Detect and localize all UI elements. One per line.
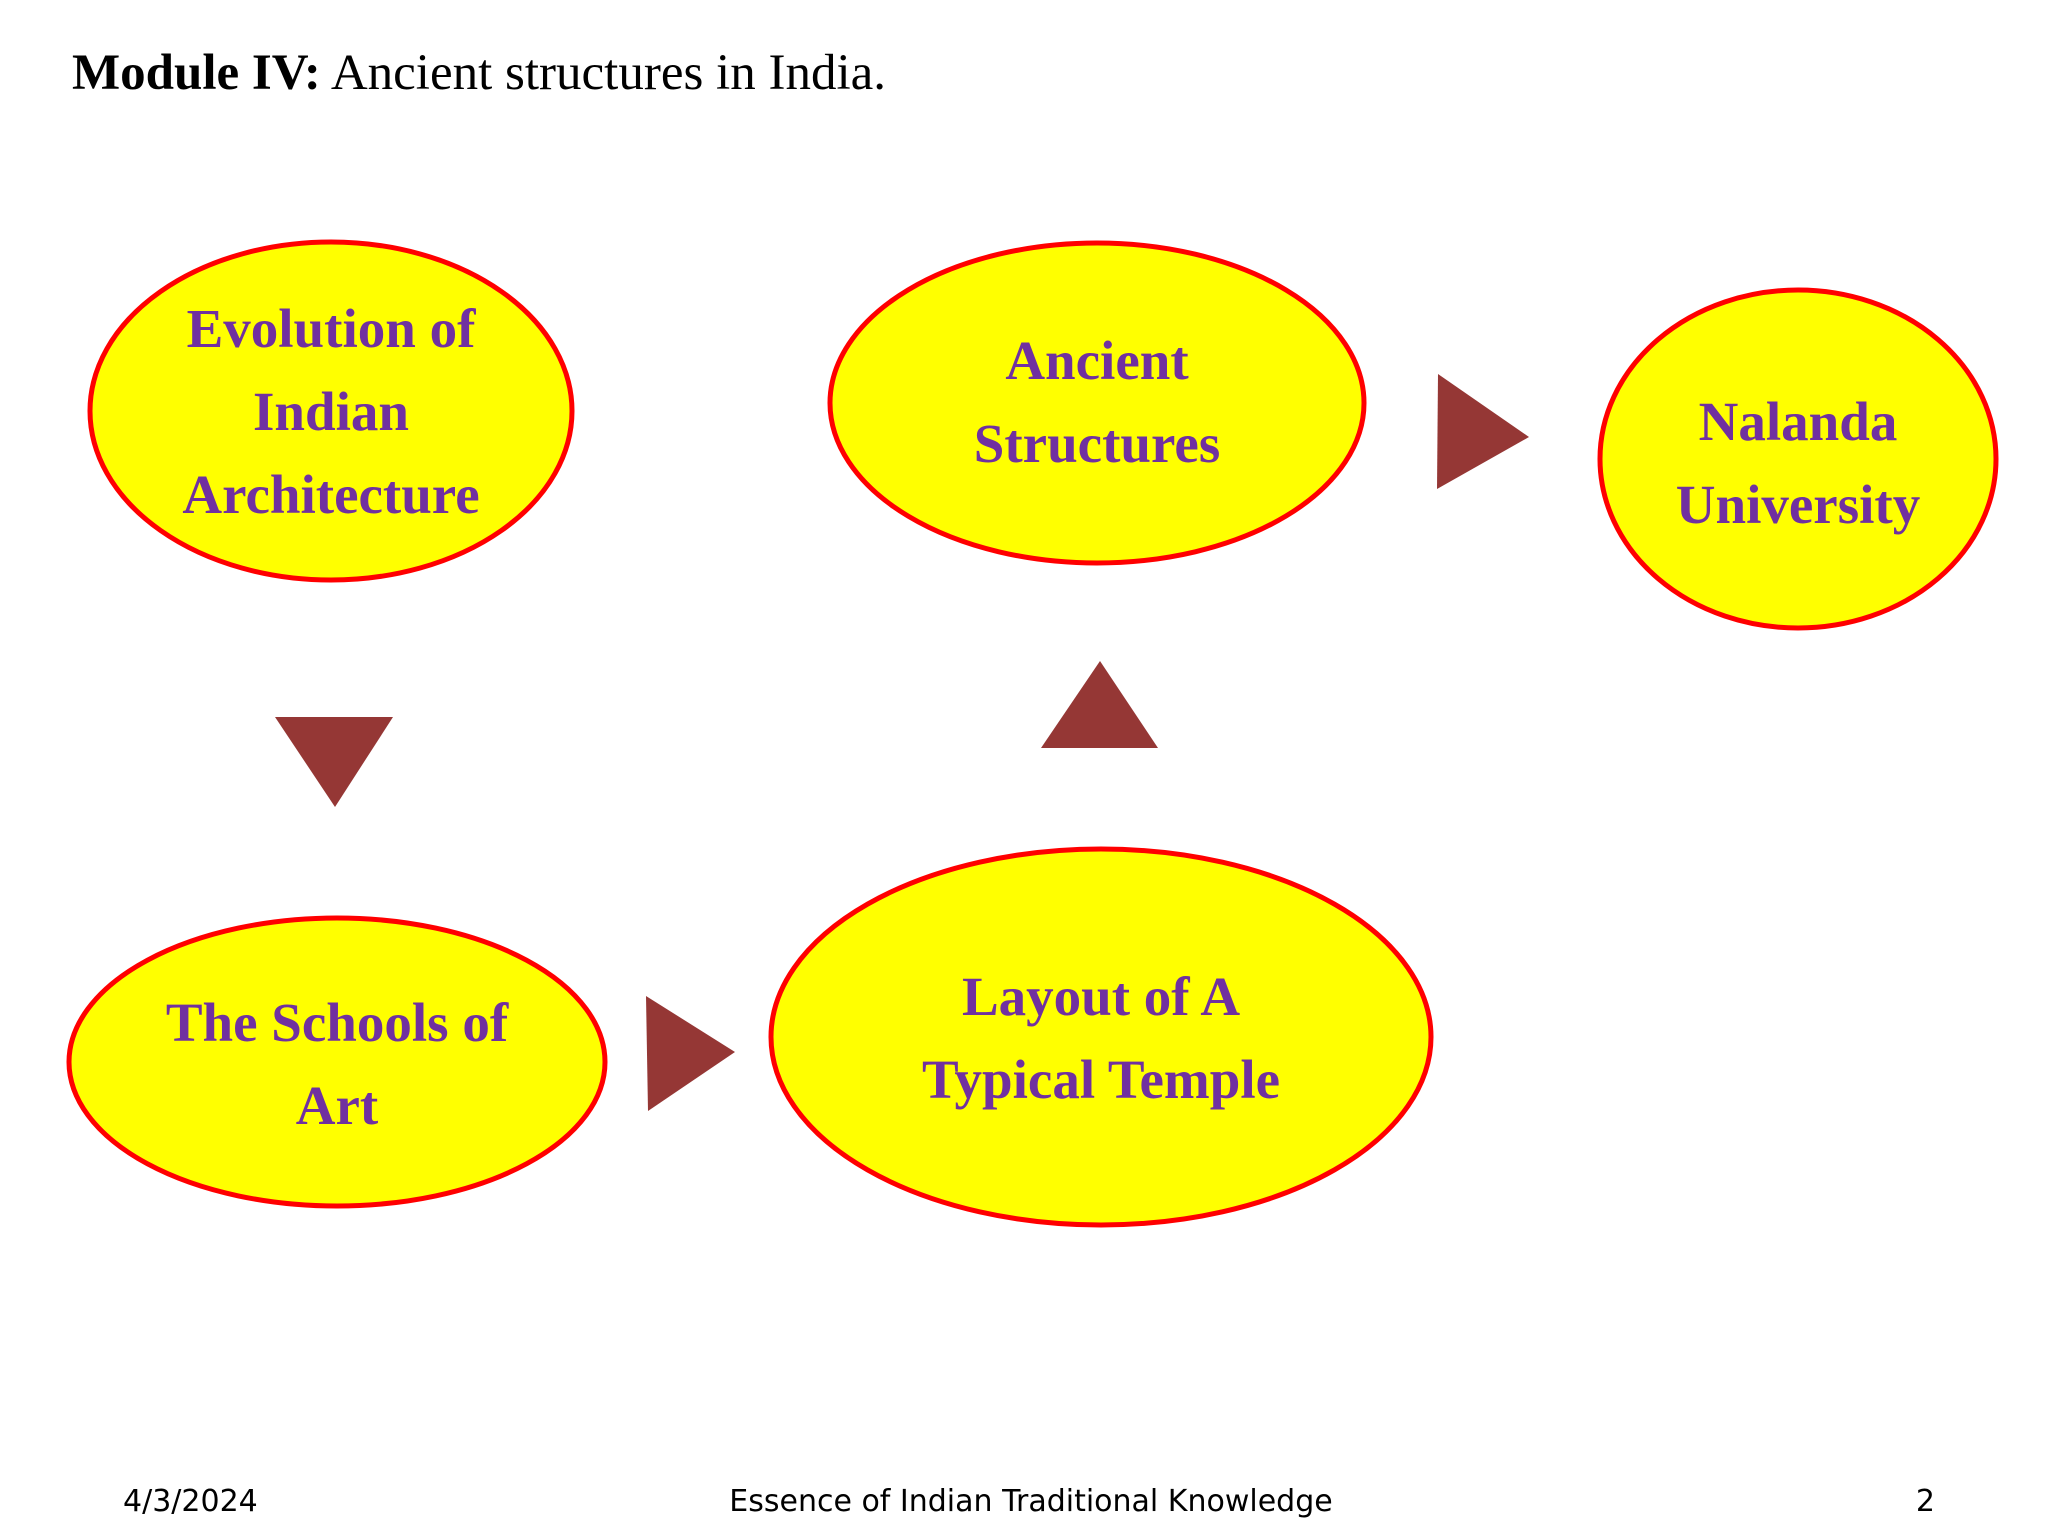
- node-layout-label: Layout of A Typical Temple: [871, 958, 1331, 1118]
- node-ancient-label: Ancient Structures: [897, 322, 1297, 482]
- node-layout-line1: Layout of A: [961, 966, 1241, 1027]
- arrow-right-to-layout: [646, 996, 735, 1111]
- slide-title-bold: Module IV:: [72, 45, 321, 101]
- node-nalanda-line2: University: [1675, 474, 1921, 535]
- node-evolution-line1: Evolution of: [186, 297, 476, 359]
- footer-title: Essence of Indian Traditional Knowledge: [729, 1484, 1333, 1519]
- node-layout-line2: Typical Temple: [921, 1049, 1281, 1110]
- node-evolution-line3: Architecture: [182, 463, 480, 525]
- node-schools-line2: Art: [295, 1075, 379, 1136]
- node-nalanda-shape: [1597, 287, 1999, 631]
- node-ancient-line2: Structures: [973, 413, 1221, 474]
- arrow-down-to-schools: [275, 717, 393, 807]
- node-nalanda-line1: Nalanda: [1698, 391, 1898, 452]
- node-evolution-shape: [87, 239, 575, 583]
- arrow-up-to-ancient: [1041, 661, 1158, 748]
- slide-title-rest: Ancient structures in India.: [320, 45, 887, 101]
- footer-date: 4/3/2024: [123, 1484, 258, 1519]
- node-ancient-shape: [827, 240, 1367, 566]
- node-ancient-line1: Ancient: [1005, 330, 1189, 391]
- node-nalanda-label: Nalanda University: [1618, 383, 1978, 543]
- arrow-right-to-nalanda: [1437, 374, 1529, 489]
- node-evolution-line2: Indian: [253, 380, 409, 442]
- node-layout-shape: [768, 846, 1434, 1228]
- slide-title: Module IV: Ancient structures in India.: [72, 44, 886, 102]
- footer-page-number: 2: [1915, 1484, 1935, 1519]
- node-schools-label: The Schools of Art: [137, 984, 537, 1144]
- node-evolution-label: Evolution of Indian Architecture: [131, 291, 531, 531]
- node-schools-line1: The Schools of: [165, 992, 509, 1053]
- node-schools-shape: [66, 915, 608, 1209]
